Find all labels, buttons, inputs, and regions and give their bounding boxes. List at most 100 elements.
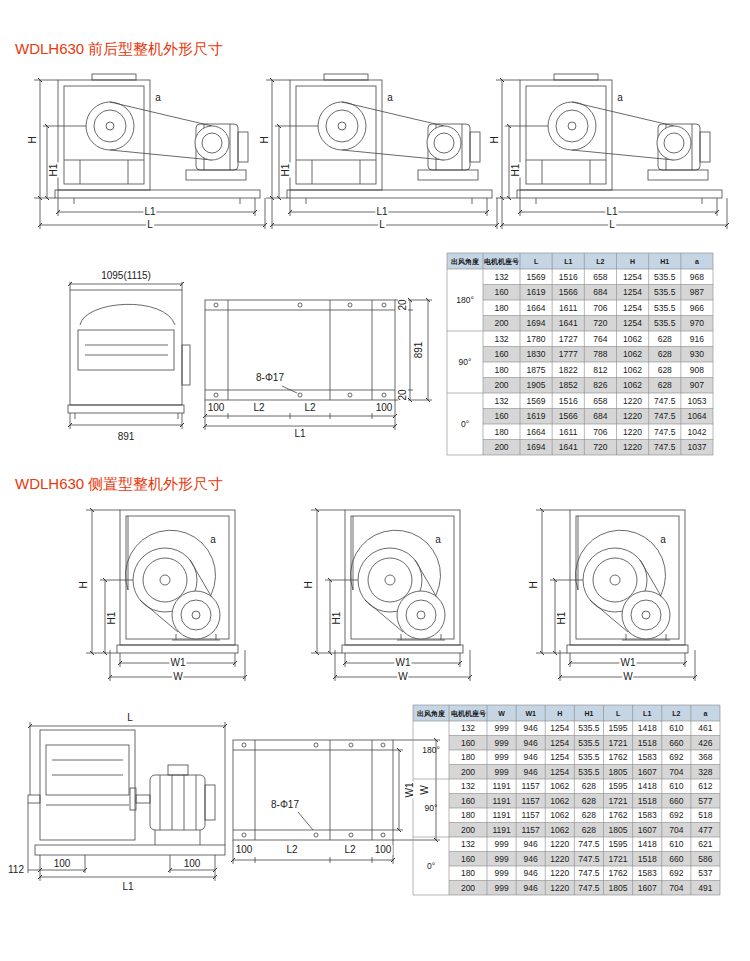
table-cell: 1852	[559, 381, 578, 390]
dimension-label: L1	[605, 207, 618, 217]
table-cell: 916	[690, 335, 704, 344]
table-rule	[449, 705, 450, 895]
dimension-label: H	[260, 135, 270, 144]
table-cell: 907	[690, 381, 704, 390]
table-header-cell: L	[534, 258, 538, 265]
table-cell: 628	[658, 350, 672, 359]
table-cell: 1254	[623, 319, 642, 328]
drawing-stroke	[413, 705, 720, 721]
dimension-label: a	[434, 535, 442, 545]
dimension-label: W	[172, 672, 183, 682]
table-cell: 1664	[527, 304, 546, 313]
table-rule	[449, 750, 720, 751]
table-cell: 1822	[559, 366, 578, 375]
dimension-label: H1	[332, 611, 342, 626]
table-rule	[545, 705, 546, 895]
table-cell: 946	[524, 840, 538, 849]
table-rule	[447, 269, 713, 270]
table-cell: 180	[494, 304, 508, 313]
table-cell: 518	[698, 811, 712, 820]
table-cell: 535.5	[578, 768, 599, 777]
drawing-stroke	[428, 300, 429, 400]
table-cell: 812	[593, 366, 607, 375]
table-cell: 1191	[492, 782, 510, 791]
dimension-label: L1	[143, 207, 156, 217]
table-cell: 1595	[609, 724, 628, 733]
table-header-cell: H1	[584, 710, 593, 717]
dimension-label: L	[608, 220, 616, 230]
table-rule	[648, 253, 649, 455]
table-rule	[720, 705, 721, 895]
drawing-stroke	[314, 743, 318, 747]
table-cell: 720	[593, 443, 607, 452]
dimension-label: 100	[183, 859, 202, 869]
table-cell: 610	[669, 782, 683, 791]
table-cell: 1518	[638, 739, 657, 748]
table-header-cell: L2	[672, 710, 680, 717]
table-cell: 747.5	[654, 397, 675, 406]
table-cell: 477	[698, 826, 712, 835]
table-cell: 1607	[638, 768, 657, 777]
dimension-label: 100	[235, 845, 254, 855]
drawing-stroke	[205, 300, 395, 400]
table-cell: 132	[494, 273, 508, 282]
drawing-stroke	[449, 794, 720, 809]
table-cell: 1721	[609, 797, 628, 806]
table-cell: 1694	[527, 319, 546, 328]
table-cell: 200	[461, 768, 475, 777]
table-cell: 658	[593, 397, 607, 406]
table-rule	[552, 253, 553, 455]
drawing-stroke	[233, 740, 393, 840]
table-cell: 1607	[638, 826, 657, 835]
table-cell: 628	[582, 782, 596, 791]
table-cell: 1157	[522, 797, 540, 806]
drawing-stroke	[266, 74, 497, 229]
table-rule	[447, 331, 713, 332]
dimension-label: H	[304, 580, 314, 589]
table-cell: 1157	[522, 782, 540, 791]
table-rule	[516, 705, 517, 895]
table-cell: 1064	[687, 412, 706, 421]
table-cell: 1569	[527, 397, 546, 406]
dimension-label: 891	[414, 341, 424, 360]
drawing-stroke	[205, 785, 215, 820]
dimension-label: a	[154, 93, 162, 103]
table-cell: 180°	[422, 746, 440, 755]
table-cell: 1805	[609, 768, 628, 777]
table-cell: 1157	[522, 811, 540, 820]
table-rule	[483, 362, 713, 363]
drawing-stroke	[242, 833, 246, 837]
table-cell: 1516	[559, 397, 578, 406]
table-cell: 706	[593, 428, 607, 437]
table-cell: 160	[461, 797, 475, 806]
dimension-label: L	[126, 713, 134, 723]
dimension-label: L2	[285, 845, 298, 855]
dimension-label: H1	[511, 163, 521, 178]
table-cell: 1619	[527, 288, 546, 297]
drawing-stroke	[233, 740, 393, 840]
table-rule	[483, 424, 713, 425]
table-rule	[632, 705, 633, 895]
table-cell: 1157	[522, 826, 540, 835]
drawing-stroke	[130, 788, 136, 810]
table-cell: 491	[698, 884, 712, 893]
table-cell: 1062	[623, 366, 642, 375]
dimension-label: H	[529, 580, 539, 589]
drawing-stroke	[70, 425, 182, 426]
drawing-stroke	[205, 300, 395, 400]
drawing-stroke	[233, 812, 393, 864]
table-cell: 0°	[461, 420, 469, 429]
drawing-stroke	[382, 393, 386, 397]
drawing-stroke	[182, 345, 190, 385]
table-cell: 200	[461, 884, 475, 893]
table-cell: 1595	[609, 782, 628, 791]
drawing-stroke	[233, 860, 393, 861]
table-rule	[483, 408, 713, 409]
dimension-label: L2	[252, 403, 265, 413]
table-cell: 1062	[623, 381, 642, 390]
dimension-label: 100	[374, 845, 393, 855]
dimension-label: H	[490, 135, 500, 144]
drawing-stroke	[205, 426, 395, 427]
table-cell: 1254	[550, 739, 569, 748]
drawing-stroke	[381, 833, 385, 837]
